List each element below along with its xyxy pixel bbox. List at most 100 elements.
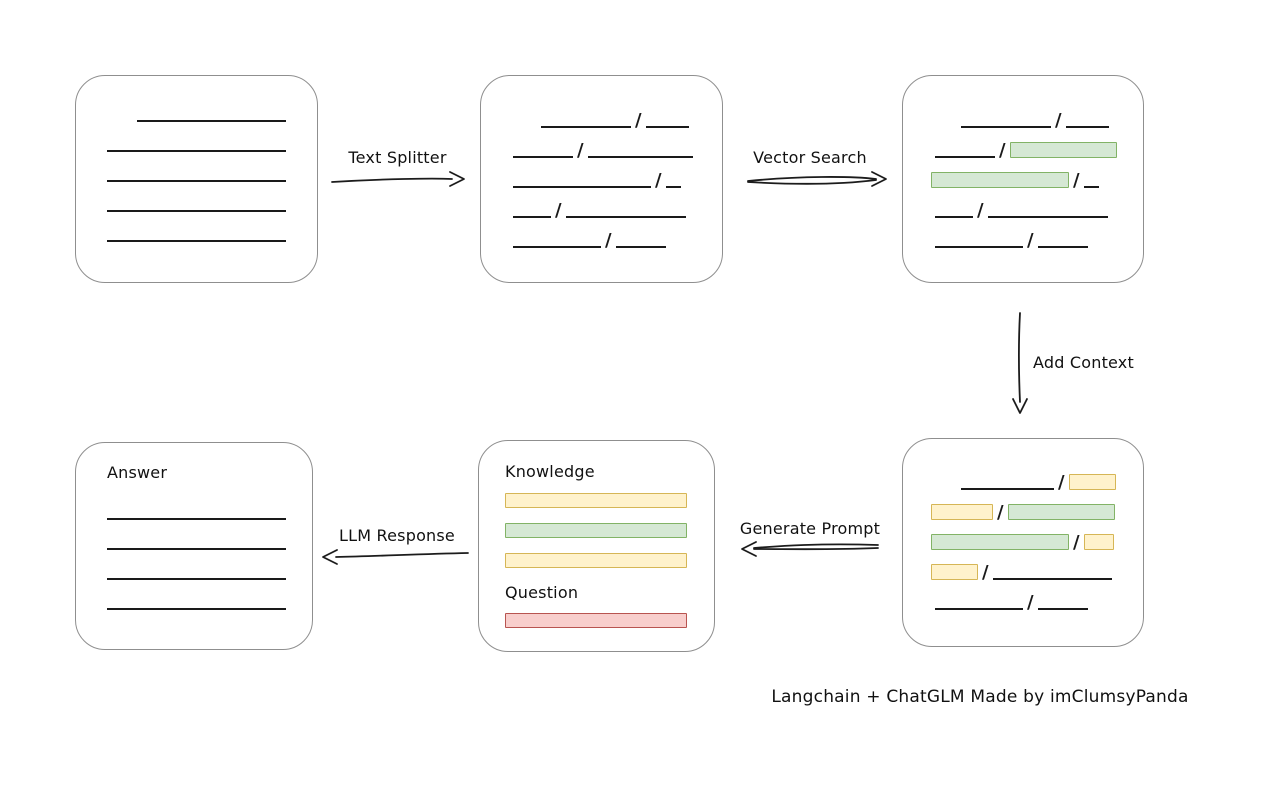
chunk-separator: / <box>1073 170 1080 191</box>
chunk-separator: / <box>999 140 1006 161</box>
yellow-highlight-chunk <box>1068 474 1116 490</box>
text-splitter-label: Text Splitter <box>348 148 447 167</box>
diagram-caption: Langchain + ChatGLM Made by imClumsyPand… <box>771 687 1189 707</box>
green-highlight-chunk <box>1009 142 1117 158</box>
chunk-row: / <box>931 532 1143 553</box>
text-line <box>513 215 551 218</box>
green-highlight-chunk <box>931 172 1069 188</box>
chunk-row: / <box>961 110 1143 131</box>
chunk-separator: / <box>1027 592 1034 613</box>
text-line <box>961 125 1051 128</box>
question-bars <box>505 613 714 628</box>
text-line <box>935 607 1023 610</box>
yellow-highlight-chunk <box>1083 534 1114 550</box>
split-chunk-lines: ///// <box>481 76 722 251</box>
context-node: / / / / / <box>902 438 1144 647</box>
vector-search-label: Vector Search <box>753 148 867 167</box>
green-highlight-chunk <box>931 534 1069 550</box>
text-line <box>107 547 286 550</box>
text-line <box>107 517 286 520</box>
chunk-row: / <box>513 230 722 251</box>
chunk-separator: / <box>982 562 989 583</box>
prompt-node: Knowledge Question <box>478 440 715 652</box>
chunk-separator: / <box>977 200 984 221</box>
document-node <box>75 75 318 283</box>
text-line <box>107 577 286 580</box>
answer-label: Answer <box>107 463 168 482</box>
yellow-highlight-chunk <box>931 564 978 580</box>
text-line <box>615 245 666 248</box>
chunk-row: / <box>935 230 1143 251</box>
text-line <box>935 155 995 158</box>
chunk-separator: / <box>1027 230 1034 251</box>
generate-prompt-arrow <box>741 541 879 557</box>
question-label: Question <box>505 583 579 602</box>
text-line <box>107 179 286 182</box>
knowledge-bars <box>505 493 714 568</box>
chunk-row: / <box>513 170 722 191</box>
text-line <box>1037 607 1088 610</box>
chunk-row: / <box>541 110 722 131</box>
text-line <box>513 245 601 248</box>
text-line <box>565 215 686 218</box>
llm-response-label: LLM Response <box>339 526 455 545</box>
chunk-row: / <box>961 472 1143 493</box>
chunk-row <box>107 134 317 152</box>
document-lines <box>76 76 317 242</box>
text-line <box>587 155 693 158</box>
chunk-row <box>137 104 317 122</box>
chunk-row <box>107 224 317 242</box>
yellow-highlight-chunk <box>931 504 993 520</box>
knowledge-label: Knowledge <box>505 462 595 481</box>
answer-node: Answer <box>75 442 313 650</box>
generate-prompt-label: Generate Prompt <box>739 519 881 538</box>
chunk-row <box>107 502 312 520</box>
text-line <box>107 239 286 242</box>
text-line <box>513 155 573 158</box>
text-splitter-arrow <box>331 171 465 187</box>
chunk-separator: / <box>1058 472 1065 493</box>
green-highlight-chunk <box>1007 504 1115 520</box>
chunk-row: / <box>935 200 1143 221</box>
llm-response-arrow <box>322 549 469 565</box>
chunk-separator: / <box>997 502 1004 523</box>
chunk-separator: / <box>1073 532 1080 553</box>
text-line <box>987 215 1108 218</box>
chunk-row: / <box>935 140 1143 161</box>
text-line <box>107 209 286 212</box>
chunk-row: / <box>513 140 722 161</box>
red-bar <box>505 613 687 628</box>
chunk-separator: / <box>655 170 662 191</box>
text-line <box>665 185 681 188</box>
add-context-arrow <box>1012 312 1028 414</box>
add-context-label: Add Context <box>1033 353 1134 372</box>
text-line <box>107 149 286 152</box>
text-line <box>992 577 1112 580</box>
answer-lines <box>76 482 312 610</box>
context-chunk-lines: / / / / / <box>903 439 1143 613</box>
text-line <box>541 125 631 128</box>
chunk-row: / <box>935 592 1143 613</box>
text-line <box>137 119 286 122</box>
yellow-bar <box>505 553 687 568</box>
green-bar <box>505 523 687 538</box>
chunk-row: / <box>931 562 1143 583</box>
vector-search-arrow <box>747 171 887 187</box>
chunk-separator: / <box>577 140 584 161</box>
chunk-row <box>107 164 317 182</box>
vector-chunk-lines: / / / / / <box>903 76 1143 251</box>
chunk-row: / <box>931 502 1143 523</box>
chunk-separator: / <box>1055 110 1062 131</box>
text-line <box>1083 185 1099 188</box>
text-line <box>107 607 286 610</box>
yellow-bar <box>505 493 687 508</box>
split-chunks-node: ///// <box>480 75 723 283</box>
chunk-row <box>107 592 312 610</box>
chunk-separator: / <box>605 230 612 251</box>
text-line <box>935 215 973 218</box>
vector-search-node: / / / / / <box>902 75 1144 283</box>
chunk-row <box>107 562 312 580</box>
chunk-row: / <box>931 170 1143 191</box>
chunk-separator: / <box>635 110 642 131</box>
